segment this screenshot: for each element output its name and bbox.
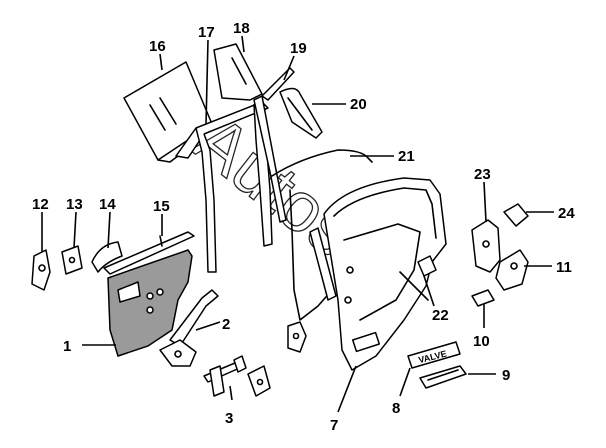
part-24-lock-knob (503, 203, 529, 227)
part-hinge-lower (287, 321, 307, 353)
part-2-window-crank (159, 289, 219, 367)
callout-18: 18 (233, 20, 250, 37)
callout-8: 8 (392, 400, 400, 417)
part-13-bracket (61, 245, 83, 275)
callout-9: 9 (502, 367, 510, 384)
part-8-badge: VALVE (407, 341, 461, 369)
part-10-lock-barrel (471, 289, 495, 307)
callout-15: 15 (153, 198, 170, 215)
callout-22: 22 (432, 307, 449, 324)
part-7-door-shell (323, 177, 447, 371)
part-9-outer-handle (419, 365, 467, 389)
part-17-frame-channel (175, 101, 273, 273)
callout-20: 20 (350, 96, 367, 113)
callout-3: 3 (225, 410, 233, 427)
callout-1: 1 (63, 338, 71, 355)
callout-13: 13 (66, 196, 83, 213)
callout-17: 17 (198, 24, 215, 41)
callout-19: 19 (290, 40, 307, 57)
part-15-trim-strip (103, 231, 195, 275)
callout-14: 14 (99, 196, 116, 213)
part-18-quarter-glass (213, 43, 263, 101)
part-12-handle (31, 249, 51, 291)
part-14-handle-cover (91, 241, 123, 273)
part-22-window-regulator (399, 255, 437, 301)
callout-7: 7 (330, 417, 338, 434)
part-20-quarter-seal (279, 87, 323, 139)
part-3-door-check (203, 355, 247, 397)
callout-23: 23 (474, 166, 491, 183)
part-11-latch-mechanism (495, 249, 529, 291)
callout-16: 16 (149, 38, 166, 55)
callout-2: 2 (222, 316, 230, 333)
part-21-door-seal (271, 149, 373, 321)
callout-12: 12 (32, 196, 49, 213)
callout-21: 21 (398, 148, 415, 165)
part-1-trim-panel (107, 249, 193, 357)
leader-lines (41, 35, 554, 413)
part-23-door-latch (471, 219, 501, 273)
callout-10: 10 (473, 333, 490, 350)
callout-labels: 1 2 3 7 8 9 10 11 12 13 14 15 16 17 18 1… (32, 20, 575, 434)
callout-11: 11 (556, 259, 572, 276)
part-door-rod (309, 227, 337, 301)
part-latch-striker (247, 365, 271, 397)
callout-24: 24 (558, 205, 575, 222)
